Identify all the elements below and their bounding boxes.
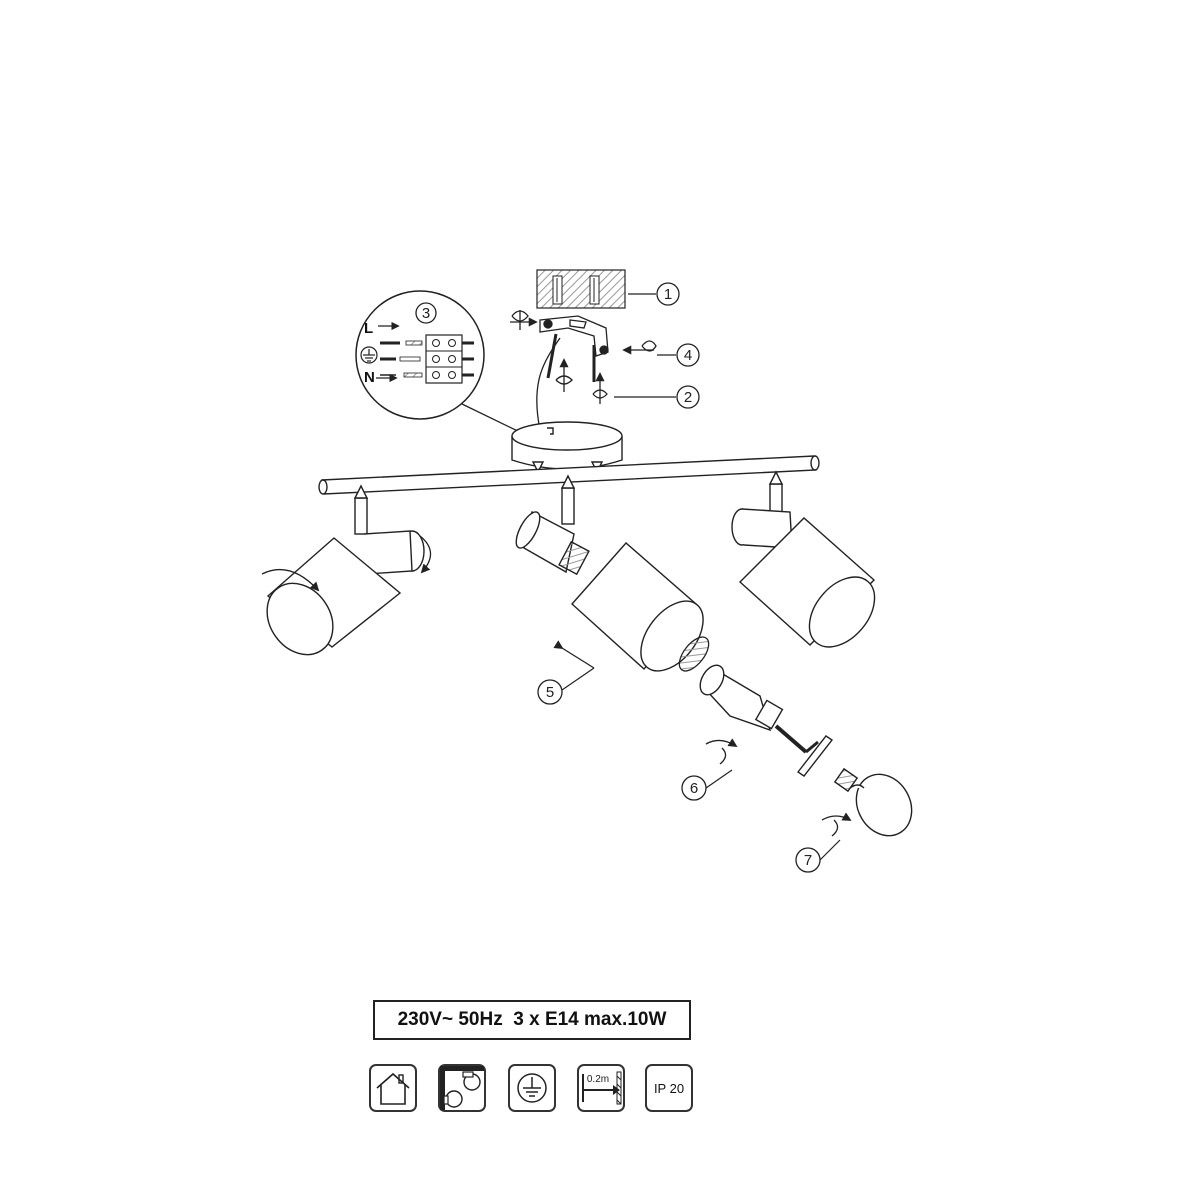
callout-7: 7 [795, 847, 821, 873]
screw-up-arrows [510, 310, 657, 404]
callout-2: 2 [676, 385, 700, 409]
lamp-socket [699, 664, 834, 777]
supply-wire [536, 337, 561, 431]
svg-text:2: 2 [684, 389, 692, 406]
earth-ground-icon [360, 346, 378, 364]
spotlight-left [266, 484, 425, 656]
ip-rating-icon: IP 20 [645, 1064, 693, 1112]
ip-rating-text: IP 20 [653, 1080, 685, 1096]
shade-ring [678, 636, 710, 672]
ceiling-wall-plugs [536, 269, 626, 309]
svg-text:5: 5 [546, 684, 554, 701]
svg-text:3: 3 [422, 305, 430, 322]
rotate-arrows-left [261, 535, 432, 592]
callout-leaders [561, 293, 841, 861]
protection-class-earth-icon [508, 1064, 556, 1112]
light-bulb [833, 767, 913, 837]
lamp-bar [318, 455, 820, 495]
bracket-screws [546, 333, 596, 382]
ceiling-canopy [511, 421, 623, 474]
svg-text:1: 1 [664, 286, 672, 303]
mounting-bracket [539, 315, 609, 357]
spotlight-middle-holder [515, 474, 590, 576]
indoor-use-house-icon [369, 1064, 417, 1112]
electrical-specs: 230V~ 50Hz 3 x E14 max.10W [373, 1000, 691, 1040]
callout-5: 5 [537, 679, 563, 705]
callout-3: 3 [415, 302, 437, 324]
svg-text:7: 7 [804, 852, 812, 869]
svg-text:6: 6 [690, 780, 698, 797]
wiring-live-label: L [364, 320, 373, 337]
replaceable-lamp-icon [438, 1064, 486, 1112]
callout-1: 1 [656, 282, 680, 306]
spotlight-right [731, 470, 876, 648]
svg-text:0.2m: 0.2m [587, 1074, 609, 1085]
callout-4: 4 [676, 343, 700, 367]
callout-6: 6 [681, 775, 707, 801]
assembly-arrows [553, 640, 852, 837]
svg-text:4: 4 [684, 347, 692, 364]
wiring-detail-bubble [355, 290, 529, 437]
wiring-neutral-label: N [364, 369, 375, 386]
min-distance-icon: 0.2m [577, 1064, 625, 1112]
